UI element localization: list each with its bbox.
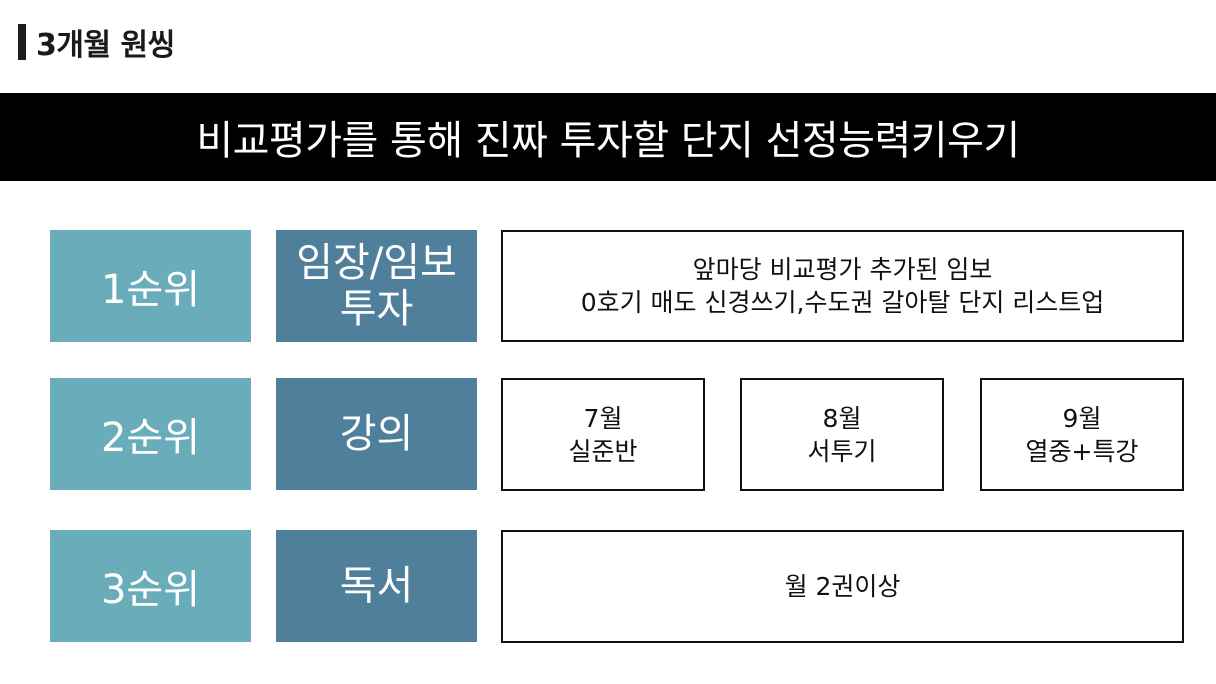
detail-1-line-2: 0호기 매도 신경쓰기,수도권 갈아탈 단지 리스트업: [580, 288, 1105, 317]
heading-bar: [18, 24, 26, 60]
category-2: 강의: [276, 378, 477, 490]
detail-2-august-course: 서투기: [807, 436, 877, 466]
category-1-line-1: 임장/임보: [296, 240, 457, 286]
detail-2-september-course: 열중+특강: [1025, 436, 1139, 466]
detail-2-september: 9월 열중+특강: [980, 378, 1184, 491]
rank-1-label: 1순위: [50, 230, 251, 342]
detail-2-august: 8월 서투기: [740, 378, 944, 491]
detail-2-july-month: 7월: [583, 403, 623, 433]
detail-2-july-course: 실준반: [568, 436, 638, 466]
goal-banner: 비교평가를 통해 진짜 투자할 단지 선정능력키우기: [0, 93, 1216, 181]
detail-2-september-month: 9월: [1062, 403, 1102, 433]
rank-2-label: 2순위: [50, 378, 251, 490]
rank-3-label: 3순위: [50, 530, 251, 642]
detail-3: 월 2권이상: [501, 530, 1184, 643]
category-1: 임장/임보 투자: [276, 230, 477, 342]
detail-2-august-month: 8월: [822, 403, 862, 433]
page-heading: 3개월 원씽: [18, 20, 175, 64]
detail-1-line-1: 앞마당 비교평가 추가된 임보: [692, 255, 993, 284]
detail-2-july: 7월 실준반: [501, 378, 705, 491]
category-2-line-1: 강의: [339, 411, 414, 457]
heading-title: 3개월 원씽: [36, 28, 175, 63]
category-1-line-2: 투자: [339, 286, 414, 332]
detail-3-line-1: 월 2권이상: [784, 572, 901, 601]
category-3: 독서: [276, 530, 477, 642]
category-3-line-1: 독서: [339, 563, 414, 609]
detail-1: 앞마당 비교평가 추가된 임보 0호기 매도 신경쓰기,수도권 갈아탈 단지 리…: [501, 230, 1184, 342]
